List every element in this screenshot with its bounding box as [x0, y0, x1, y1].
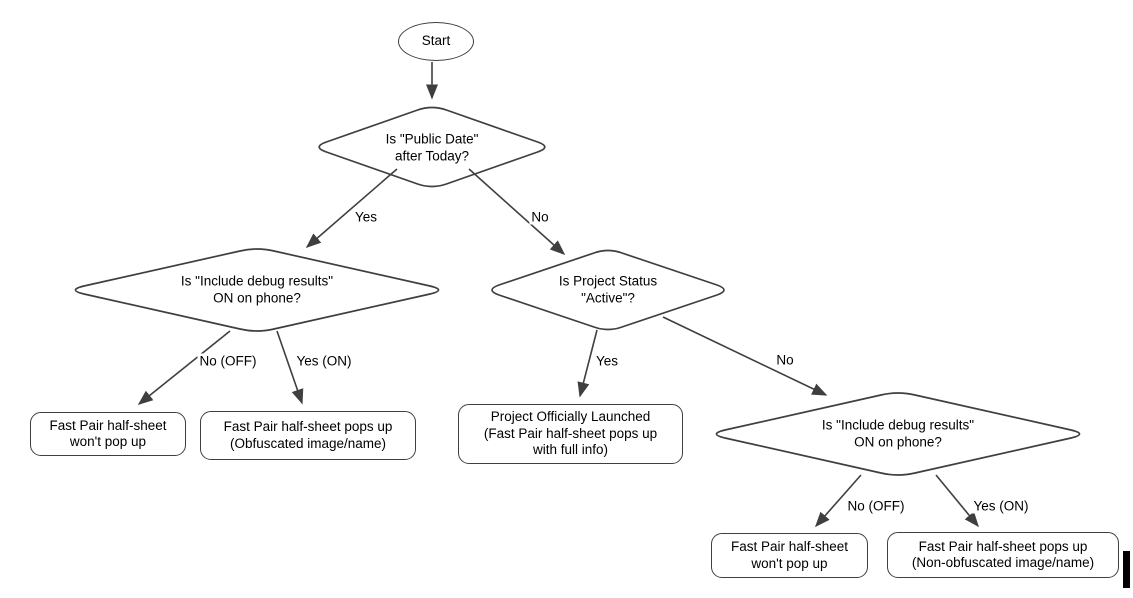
edge-project-status-no	[662, 316, 828, 396]
result-no-popup-left-node: Fast Pair half-sheet won't pop up	[30, 412, 186, 456]
start-node-label: Start	[421, 33, 451, 49]
result-launched-line2: (Fast Pair half-sheet pops up	[483, 425, 658, 441]
decision-debug-left-line2: ON on phone?	[213, 290, 301, 305]
edge-debug-right-no	[814, 474, 862, 528]
result-launched-line3: with full info)	[532, 442, 609, 458]
result-no-popup-right-line1: Fast Pair half-sheet	[730, 539, 849, 554]
decision-debug-right-line1: Is "Include debug results"	[821, 417, 975, 433]
decision-public-date-line1: Is "Public Date"	[385, 131, 479, 147]
edge-label-public-date-no: No	[529, 209, 551, 225]
result-non-obfuscated-line1: Fast Pair half-sheet pops up	[918, 538, 1088, 554]
result-obfuscated-node: Fast Pair half-sheet pops up (Obfuscated…	[200, 411, 416, 460]
decision-debug-left-shape	[74, 248, 440, 332]
edge-label-project-status-yes: Yes	[593, 353, 621, 369]
decision-debug-left-label: Is "Include debug results" ON on phone?	[181, 274, 333, 307]
result-non-obfuscated-node: Fast Pair half-sheet pops up (Non-obfusc…	[887, 532, 1119, 578]
decision-project-status-shape	[491, 249, 725, 331]
decision-debug-right-line2: ON on phone?	[854, 434, 942, 449]
decision-project-status-line2: "Active"?	[581, 290, 635, 305]
decision-project-status-label: Is Project Status "Active"?	[559, 274, 657, 307]
edge-label-debug-right-no: No (OFF)	[845, 498, 907, 514]
result-launched-node: Project Officially Launched (Fast Pair h…	[458, 404, 683, 464]
decision-public-date-label: Is "Public Date" after Today?	[386, 132, 479, 165]
decision-public-date-shape	[318, 106, 546, 188]
edge-label-public-date-yes: Yes	[352, 209, 380, 225]
edge-debug-left-yes	[276, 330, 304, 405]
start-node: Start	[398, 22, 474, 61]
edge-public-date-no	[468, 168, 566, 256]
edge-label-debug-left-no: No (OFF)	[197, 353, 259, 369]
decision-project-status-line1: Is Project Status	[558, 273, 658, 289]
result-obfuscated-line1: Fast Pair half-sheet pops up	[223, 419, 393, 434]
result-no-popup-left-line2: won't pop up	[69, 434, 147, 449]
edge-label-debug-right-yes: Yes (ON)	[971, 498, 1031, 514]
decision-debug-right-shape	[715, 392, 1081, 476]
result-no-popup-right-node: Fast Pair half-sheet won't pop up	[711, 533, 868, 578]
result-no-popup-left-line1: Fast Pair half-sheet	[49, 417, 167, 433]
decision-debug-right-label: Is "Include debug results" ON on phone?	[822, 418, 974, 451]
edge-label-project-status-no: No	[774, 352, 796, 368]
result-no-popup-right-line2: won't pop up	[751, 555, 828, 571]
result-non-obfuscated-line2: (Non-obfuscated image/name)	[911, 555, 1095, 570]
result-obfuscated-line2: (Obfuscated image/name)	[229, 435, 387, 451]
edge-project-status-yes	[577, 329, 598, 398]
edge-label-debug-left-yes: Yes (ON)	[294, 353, 354, 369]
decision-public-date-line2: after Today?	[394, 148, 470, 163]
edge-debug-right-yes	[935, 474, 979, 528]
edge-public-date-yes	[305, 168, 398, 248]
decision-debug-left-line1: Is "Include debug results"	[180, 273, 334, 289]
text-cursor-artifact	[1123, 551, 1130, 588]
result-launched-line1: Project Officially Launched	[490, 409, 651, 425]
edge-debug-left-no	[137, 330, 231, 405]
